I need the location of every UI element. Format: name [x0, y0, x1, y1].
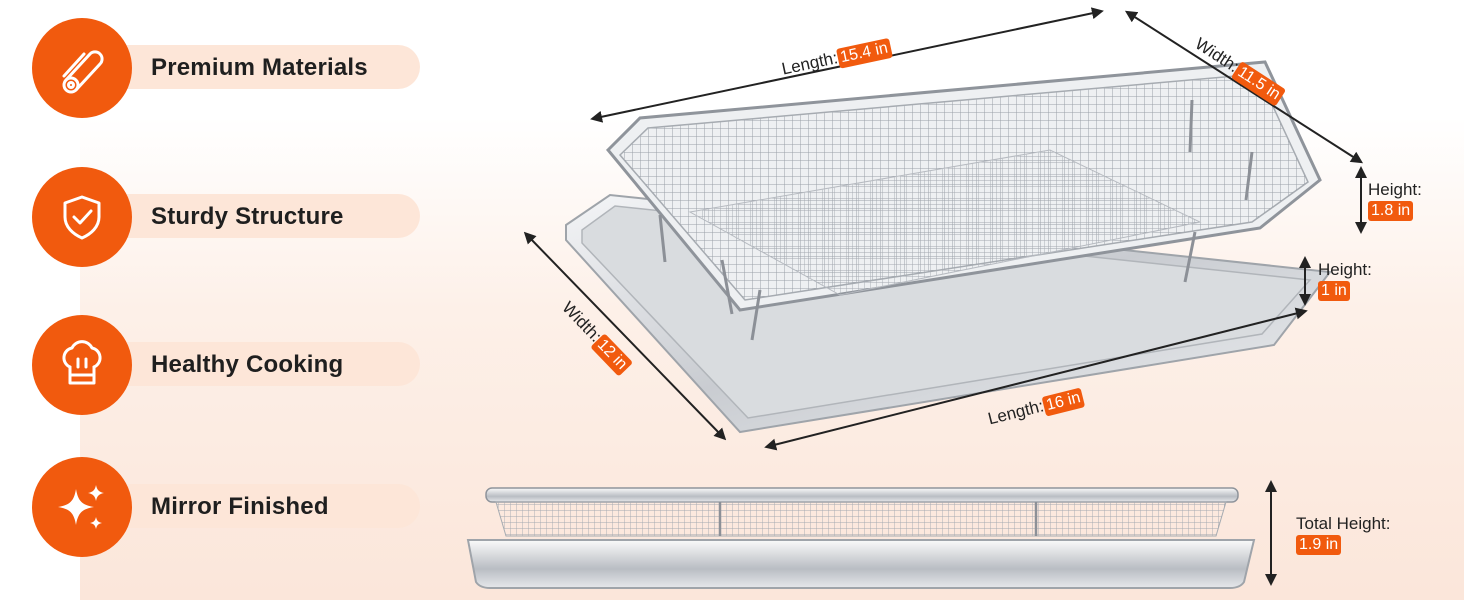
- feature-label: Premium Materials: [151, 54, 368, 81]
- feature-pill: [82, 45, 420, 89]
- dim-caption: Height:: [1318, 260, 1372, 279]
- dim-caption: Total Height:: [1296, 514, 1391, 533]
- side-basket-mesh: [495, 501, 1227, 537]
- chef-hat-icon: [32, 315, 132, 415]
- feature-healthy-cooking: Healthy Cooking: [32, 315, 420, 415]
- feature-label: Healthy Cooking: [151, 351, 344, 378]
- feature-label: Sturdy Structure: [151, 203, 344, 230]
- side-pan: [466, 539, 1256, 589]
- feature-pill: [82, 194, 420, 238]
- dimension-arrows: [523, 7, 1367, 586]
- pan-width-arrow: [523, 231, 727, 441]
- feature-label: Mirror Finished: [151, 493, 329, 520]
- basket-height-label: Height: 1.8 in: [1368, 180, 1422, 221]
- feature-mirror-finished: Mirror Finished: [32, 457, 420, 557]
- dim-value-tag: 1 in: [1318, 281, 1350, 301]
- feature-pill: [82, 342, 420, 386]
- total-height-label: Total Height: 1.9 in: [1296, 514, 1391, 555]
- dim-value-tag: 1.9 in: [1296, 535, 1342, 555]
- basket-floor: [688, 149, 1202, 296]
- rolled-sheet-icon: [32, 18, 132, 118]
- dim-caption: Height:: [1368, 180, 1422, 199]
- side-basket-legs: [718, 502, 1038, 536]
- feature-premium-materials: Premium Materials: [32, 18, 420, 118]
- side-view: [466, 487, 1256, 589]
- side-basket-rim: [485, 487, 1239, 503]
- pan-length-arrow: [764, 307, 1308, 451]
- shield-check-icon: [32, 167, 132, 267]
- feature-sturdy-structure: Sturdy Structure: [32, 167, 420, 267]
- basket-width-arrow: [1124, 10, 1364, 164]
- dim-value-tag: 1.8 in: [1368, 201, 1414, 221]
- pan-height-label: Height: 1 in: [1318, 260, 1372, 301]
- sparkle-icon: [32, 457, 132, 557]
- feature-pill: [82, 484, 420, 528]
